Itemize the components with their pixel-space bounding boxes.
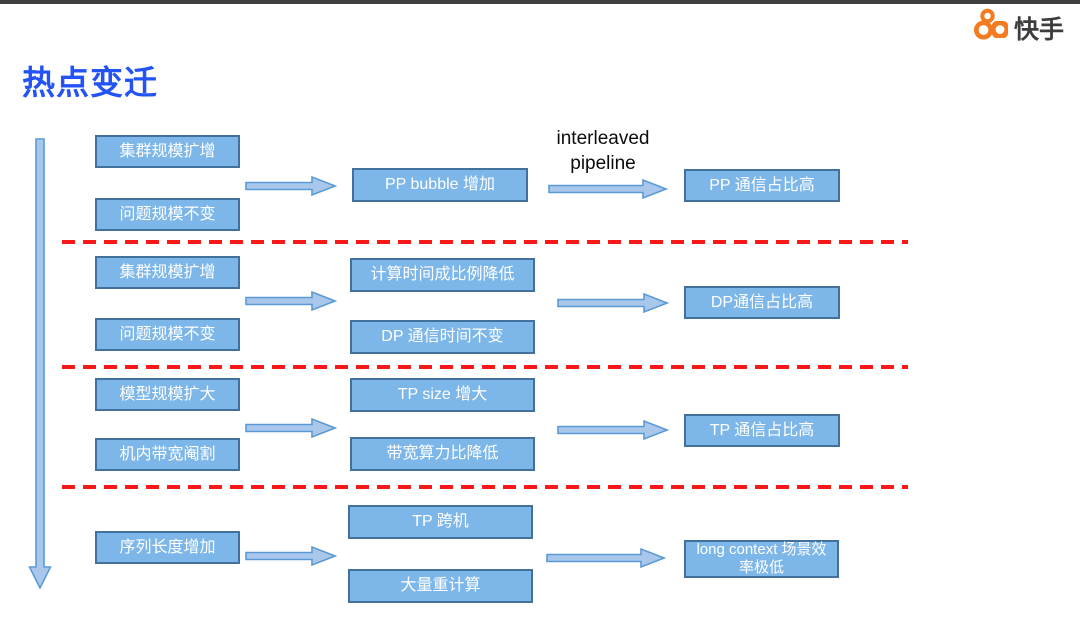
arrow-annotation: interleaved pipeline bbox=[533, 126, 673, 176]
effect-box: DP 通信时间不变 bbox=[350, 320, 535, 354]
cause-box: 问题规模不变 bbox=[95, 318, 240, 351]
effect-box: 大量重计算 bbox=[348, 569, 533, 603]
section-divider bbox=[62, 365, 908, 369]
result-box: PP 通信占比高 bbox=[684, 169, 840, 202]
cause-box: 模型规模扩大 bbox=[95, 378, 240, 411]
effect-box: PP bubble 增加 bbox=[352, 168, 528, 202]
section-divider bbox=[62, 240, 908, 244]
brand-name: 快手 bbox=[1013, 15, 1064, 44]
result-box: DP通信占比高 bbox=[684, 286, 840, 319]
top-border-bar bbox=[0, 0, 1080, 4]
effect-box: TP size 增大 bbox=[350, 378, 535, 412]
cause-box: 问题规模不变 bbox=[95, 198, 240, 231]
section-divider bbox=[62, 485, 908, 489]
flow-arrow-right bbox=[546, 546, 667, 570]
result-box: TP 通信占比高 bbox=[684, 414, 840, 447]
timeline-down-arrow bbox=[26, 138, 54, 590]
effect-box: TP 跨机 bbox=[348, 505, 533, 539]
flow-arrow-right bbox=[557, 418, 670, 442]
brand-logo: 快手 bbox=[973, 7, 1064, 48]
cause-box: 集群规模扩增 bbox=[95, 135, 240, 168]
flow-arrow-right bbox=[245, 544, 338, 568]
cause-box: 集群规模扩增 bbox=[95, 256, 240, 289]
effect-box: 计算时间成比例降低 bbox=[350, 258, 535, 292]
effect-box: 带宽算力比降低 bbox=[350, 437, 535, 471]
flow-arrow-right bbox=[557, 291, 670, 315]
flow-arrow-right bbox=[548, 177, 669, 201]
flow-arrow-right bbox=[245, 289, 338, 313]
cause-box: 序列长度增加 bbox=[95, 531, 240, 564]
kuaishou-logo-icon bbox=[973, 7, 1010, 48]
page-title: 热点变迁 bbox=[22, 64, 158, 101]
result-box: long context 场景效率极低 bbox=[684, 540, 839, 578]
arrow-annotation-line2: pipeline bbox=[570, 153, 636, 174]
flow-arrow-right bbox=[245, 416, 338, 440]
arrow-annotation-line1: interleaved bbox=[556, 128, 650, 149]
flow-arrow-right bbox=[245, 174, 338, 198]
cause-box: 机内带宽阉割 bbox=[95, 438, 240, 471]
